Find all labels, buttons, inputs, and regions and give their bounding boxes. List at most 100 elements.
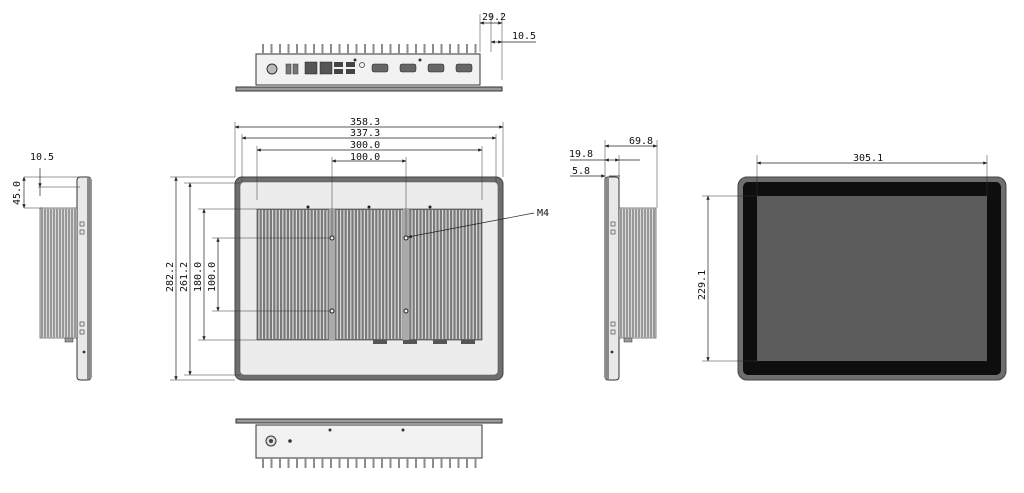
- bottom-fin: [330, 458, 332, 468]
- dim-width-spacing: 100.0: [350, 152, 380, 163]
- bottom-fin: [279, 458, 281, 468]
- mount-hole-icon: [329, 235, 335, 241]
- bottom-fin: [415, 458, 417, 468]
- front-view-dimensions: 305.1 229.1: [697, 153, 988, 362]
- rear-heatsink: [256, 208, 483, 341]
- dim-left-side-a: 10.5: [30, 152, 54, 163]
- top-fin: [449, 44, 451, 54]
- dim-screen-width: 305.1: [853, 153, 883, 164]
- top-fin: [423, 44, 426, 54]
- mount-hole-icon: [403, 308, 409, 314]
- bottom-fin: [287, 458, 290, 468]
- top-fin: [287, 44, 290, 54]
- top-fin: [474, 44, 477, 54]
- bottom-fin: [449, 458, 451, 468]
- top-fin: [304, 44, 307, 54]
- com-port-icon: [399, 63, 417, 73]
- bottom-fin: [355, 458, 358, 468]
- dim-screen-height: 229.1: [697, 270, 708, 300]
- dim-height-inner: 261.2: [179, 262, 190, 292]
- dim-height-overall: 282.2: [165, 262, 176, 292]
- bottom-fin: [440, 458, 443, 468]
- front-screen: [757, 196, 987, 361]
- bottom-fin: [321, 458, 324, 468]
- usb-port-icon: [285, 63, 292, 75]
- left-side-view: [39, 176, 92, 381]
- right-side-heatsink: [618, 207, 657, 339]
- top-fin: [313, 44, 315, 54]
- top-fin: [415, 44, 417, 54]
- top-fin: [338, 44, 341, 54]
- dim-height-mount: 180.0: [193, 262, 204, 292]
- top-fin: [330, 44, 332, 54]
- heatsink-rib: [329, 209, 335, 340]
- bottom-fin: [347, 458, 349, 468]
- bottom-fin: [389, 458, 392, 468]
- lan-port-icon: [319, 61, 333, 75]
- top-fin: [389, 44, 392, 54]
- lan-port-icon: [304, 61, 318, 75]
- dim-width-mount: 300.0: [350, 140, 380, 151]
- dim-width-overall: 358.3: [350, 117, 380, 128]
- top-fin: [381, 44, 383, 54]
- mount-hole-icon: [403, 235, 409, 241]
- left-side-dimensions: 10.5 45.0: [12, 152, 80, 209]
- com-port-icon: [455, 63, 473, 73]
- bottom-fin: [398, 458, 400, 468]
- rear-view: [234, 176, 504, 381]
- bottom-fin: [270, 458, 273, 468]
- right-side-view: [604, 176, 657, 381]
- top-fin: [372, 44, 375, 54]
- top-fin: [432, 44, 434, 54]
- right-side-dimensions: 69.8 19.8 5.8: [569, 136, 658, 208]
- top-depth-dimensions: 29.2 10.5: [479, 12, 536, 80]
- bottom-fin: [406, 458, 409, 468]
- top-fin: [270, 44, 273, 54]
- top-fin: [279, 44, 281, 54]
- bottom-fin: [364, 458, 366, 468]
- front-view: [737, 176, 1007, 381]
- dim-top-depth-a: 29.2: [482, 12, 506, 23]
- bottom-fin: [304, 458, 307, 468]
- power-button-icon: [266, 63, 278, 75]
- left-side-heatsink: [39, 207, 78, 339]
- bottom-fin: [432, 458, 434, 468]
- usb-port-icon: [334, 62, 343, 67]
- top-fin: [406, 44, 409, 54]
- dim-right-side-a: 69.8: [629, 136, 653, 147]
- top-fin: [321, 44, 324, 54]
- usb-port-icon: [292, 63, 299, 75]
- thread-callout: M4: [407, 208, 549, 238]
- bottom-fin: [296, 458, 298, 468]
- dim-height-spacing: 100.0: [207, 262, 218, 292]
- usb-port-icon: [334, 69, 343, 74]
- bottom-view-front-panel: [235, 418, 503, 424]
- bottom-view-body: [255, 424, 483, 459]
- heatsink-rib: [403, 209, 409, 340]
- top-fin: [364, 44, 366, 54]
- dim-width-inner: 337.3: [350, 128, 380, 139]
- bottom-fin: [474, 458, 477, 468]
- screw-icon: [353, 58, 357, 62]
- top-view-ports: [285, 61, 473, 75]
- com-port-icon: [371, 63, 389, 73]
- bottom-fin: [338, 458, 341, 468]
- com-port-icon: [427, 63, 445, 73]
- top-fin: [296, 44, 298, 54]
- top-fin: [355, 44, 358, 54]
- top-fin: [398, 44, 400, 54]
- top-fin: [466, 44, 468, 54]
- left-side-fins: [41, 209, 76, 337]
- bottom-fin: [457, 458, 460, 468]
- bottom-view: [235, 418, 503, 468]
- dim-top-depth-b: 10.5: [512, 31, 536, 42]
- bottom-fin: [313, 458, 315, 468]
- bottom-view-fins: [262, 458, 477, 468]
- rear-width-dimensions: 358.3 337.3 300.0 100.0: [234, 117, 504, 236]
- bottom-fin: [423, 458, 426, 468]
- top-fin: [457, 44, 460, 54]
- bottom-fin: [372, 458, 375, 468]
- bottom-fin: [466, 458, 468, 468]
- top-fin: [440, 44, 443, 54]
